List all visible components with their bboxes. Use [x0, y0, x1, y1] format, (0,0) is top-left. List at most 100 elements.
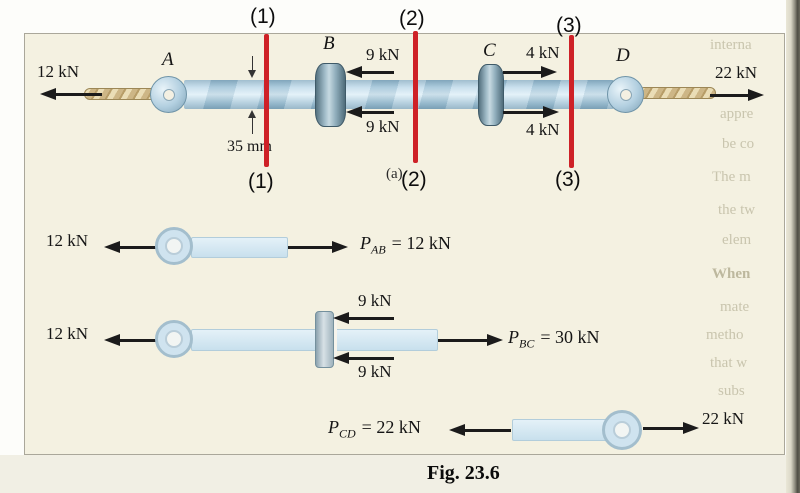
- dimension-arrow-up: [248, 110, 256, 118]
- page-edge-shadow: [786, 0, 800, 493]
- ghost-text: be co: [722, 136, 755, 152]
- p-symbol: P: [328, 417, 339, 437]
- force-arrow-9kn-bottom: [346, 106, 394, 119]
- p-value: = 12 kN: [391, 233, 451, 253]
- ghost-text: subs: [718, 383, 745, 399]
- dimension-arrow-down: [248, 70, 256, 78]
- fbd-bc-arrow-12kn: [104, 334, 174, 347]
- arrow-shaft: [345, 357, 394, 360]
- arrow-head: [449, 424, 465, 436]
- force-label-4kn-bottom: 4 kN: [526, 120, 560, 139]
- fbd-cd-force-label: 22 kN: [702, 409, 745, 428]
- fbd-bc-collar: [315, 311, 334, 368]
- ghost-text: the tw: [718, 202, 756, 218]
- point-label-d: D: [616, 45, 630, 66]
- p-value: = 30 kN: [540, 327, 600, 347]
- arrow-head: [104, 334, 120, 346]
- shaft-bar: [184, 80, 614, 109]
- arrow-shaft: [345, 317, 394, 320]
- arrow-head: [543, 106, 559, 118]
- point-label-c: C: [483, 40, 496, 61]
- arrow-shaft: [461, 429, 511, 432]
- fbd-ab-ring-hole: [165, 237, 183, 255]
- arrow-head: [333, 352, 349, 364]
- section-line-1: [264, 34, 269, 167]
- p-symbol: P: [360, 233, 371, 253]
- fbd-bc-9kn-top-label: 9 kN: [358, 291, 392, 310]
- fbd-cd-arrow-22kn: [643, 422, 699, 435]
- point-label-a: A: [162, 49, 174, 70]
- cut-label-3-top: (3): [556, 14, 582, 37]
- arrow-shaft: [503, 71, 545, 74]
- p-value: = 22 kN: [361, 417, 421, 437]
- arrow-head: [333, 312, 349, 324]
- arrow-shaft: [643, 427, 687, 430]
- arrow-head: [332, 241, 348, 253]
- dimension-line-top: [252, 56, 253, 70]
- ghost-text: metho: [706, 327, 744, 343]
- fbd-ab-arrow-pab: [288, 241, 348, 254]
- cut-label-3-bottom: (3): [555, 168, 581, 191]
- force-arrow-4kn-top: [503, 66, 557, 79]
- force-label-9kn-top: 9 kN: [366, 45, 400, 64]
- arrow-shaft: [116, 339, 174, 342]
- fbd-bc-force-label: 12 kN: [46, 324, 89, 343]
- eye-ring-d-hole: [620, 89, 632, 101]
- p-subscript: CD: [339, 426, 356, 441]
- subfigure-label: (a): [386, 166, 403, 182]
- ghost-text: mate: [720, 299, 750, 315]
- fbd-cd-bar: [512, 419, 613, 441]
- fbd-bc-cut-gap: [334, 315, 337, 363]
- cut-label-1-top: (1): [250, 5, 276, 28]
- force-label-4kn-top: 4 kN: [526, 43, 560, 62]
- fbd-bc-result-label: PBC = 30 kN: [508, 327, 600, 352]
- arrow-shaft: [52, 93, 102, 96]
- fbd-bc-9kn-bottom-label: 9 kN: [358, 362, 392, 381]
- arrow-shaft: [116, 246, 174, 249]
- caption-strip: [0, 455, 786, 493]
- arrow-head: [748, 89, 764, 101]
- force-arrow-22kn-right: [710, 89, 764, 102]
- arrow-head: [104, 241, 120, 253]
- ghost-text: elem: [722, 232, 752, 248]
- force-arrow-4kn-bottom: [503, 106, 559, 119]
- ghost-text: appre: [720, 106, 754, 122]
- ghost-text: that w: [710, 355, 748, 371]
- arrow-head: [40, 88, 56, 100]
- arrow-head: [487, 334, 503, 346]
- rope-right: [638, 87, 716, 99]
- fbd-bc-ring: [155, 320, 193, 358]
- fbd-cd-result-label: PCD = 22 kN: [328, 417, 421, 442]
- cut-label-2-bottom: (2): [401, 168, 427, 191]
- ghost-text: The m: [712, 169, 751, 185]
- fbd-ab-result-label: PAB = 12 kN: [360, 233, 451, 258]
- p-symbol: P: [508, 327, 519, 347]
- fbd-ab-bar: [191, 237, 288, 258]
- fbd-bc-arrow-9kn-top: [333, 312, 394, 325]
- collar-b: [315, 63, 346, 127]
- collar-c: [478, 64, 504, 126]
- arrow-shaft: [358, 111, 394, 114]
- dimension-line-bottom: [252, 118, 253, 134]
- dimension-label: 35 mm: [227, 138, 272, 155]
- force-label-22kn: 22 kN: [715, 63, 758, 82]
- fbd-ab-arrow-12kn: [104, 241, 174, 254]
- p-subscript: AB: [371, 242, 386, 257]
- fbd-cd-ring: [602, 410, 642, 450]
- fbd-bc-arrow-9kn-bottom: [333, 352, 394, 365]
- fbd-cd-arrow-pcd: [449, 424, 511, 437]
- arrow-shaft: [438, 339, 491, 342]
- arrow-shaft: [710, 94, 752, 97]
- fbd-bc-arrow-pbc: [438, 334, 503, 347]
- arrow-head: [541, 66, 557, 78]
- p-subscript: BC: [519, 336, 535, 351]
- force-arrow-9kn-top: [346, 66, 394, 79]
- arrow-shaft: [358, 71, 394, 74]
- force-label-12kn: 12 kN: [37, 62, 80, 81]
- cut-label-1-bottom: (1): [248, 170, 274, 193]
- ghost-text: When: [712, 266, 751, 282]
- force-arrow-12kn-left: [40, 88, 102, 101]
- eye-ring-a-hole: [163, 89, 175, 101]
- ghost-text: interna: [710, 37, 752, 53]
- arrow-head: [683, 422, 699, 434]
